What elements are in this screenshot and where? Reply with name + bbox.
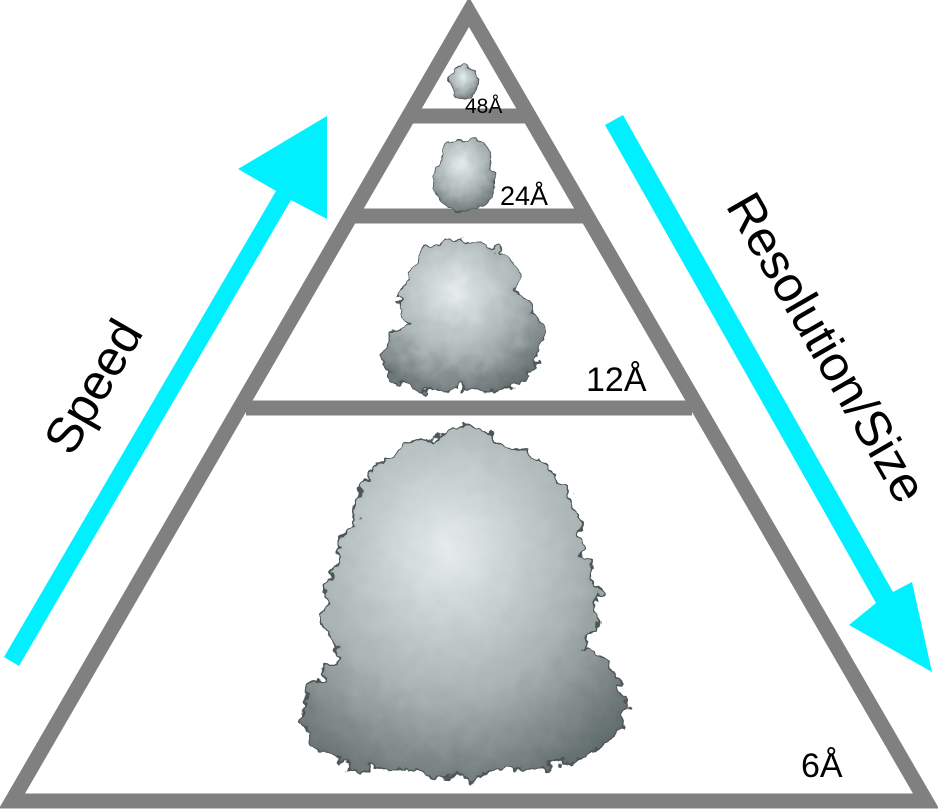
density-map-24: [433, 139, 496, 212]
density-map-6: [301, 425, 628, 781]
resolution-label-12: 12Å: [586, 361, 647, 399]
resolution-arrow: [605, 115, 932, 672]
speed-arrow: [4, 116, 327, 666]
resolution-label-6: 6Å: [801, 747, 843, 785]
density-map-48: [449, 64, 479, 100]
resolution-arrow-icon: [605, 115, 932, 672]
density-map-12: [383, 237, 543, 393]
resolution-label-24: 24Å: [500, 180, 548, 211]
speed-arrow-icon: [4, 116, 327, 666]
resolution-label-48: 48Å: [465, 95, 502, 118]
